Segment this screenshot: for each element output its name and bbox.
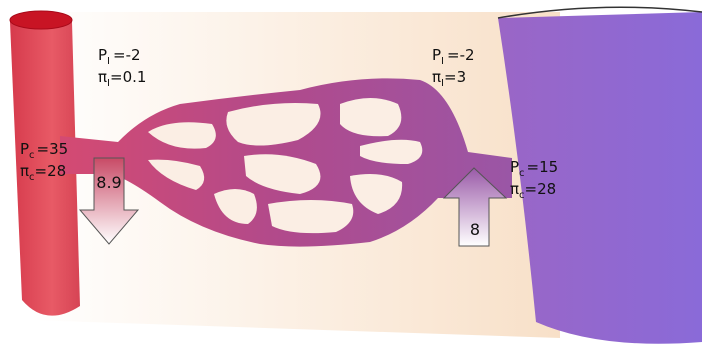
arterial-capillary-labels: Pc=35 πc=28 [20,140,68,183]
capillary-gap [268,200,353,233]
arterial-interstitial-labels: PI=-2 πI=0.1 [98,46,146,89]
interstitial-pressure-label: PI=-2 [432,46,475,67]
interstitial-oncotic-label: πI=3 [432,68,466,89]
interstitial-oncotic-label: πI=0.1 [98,68,146,89]
venous-capillary-labels: Pc=15 πc=28 [510,158,558,201]
capillary-oncotic-label: πc=28 [510,180,556,201]
capillary-pressure-label: Pc=35 [20,140,68,161]
capillary-gap [340,98,401,136]
interstitial-pressure-label: PI=-2 [98,46,141,67]
capillary-oncotic-label: πc=28 [20,162,66,183]
filtration-value: 8.9 [96,173,121,192]
reabsorption-value: 8 [470,220,480,239]
capillary-pressure-label: Pc=15 [510,158,558,179]
